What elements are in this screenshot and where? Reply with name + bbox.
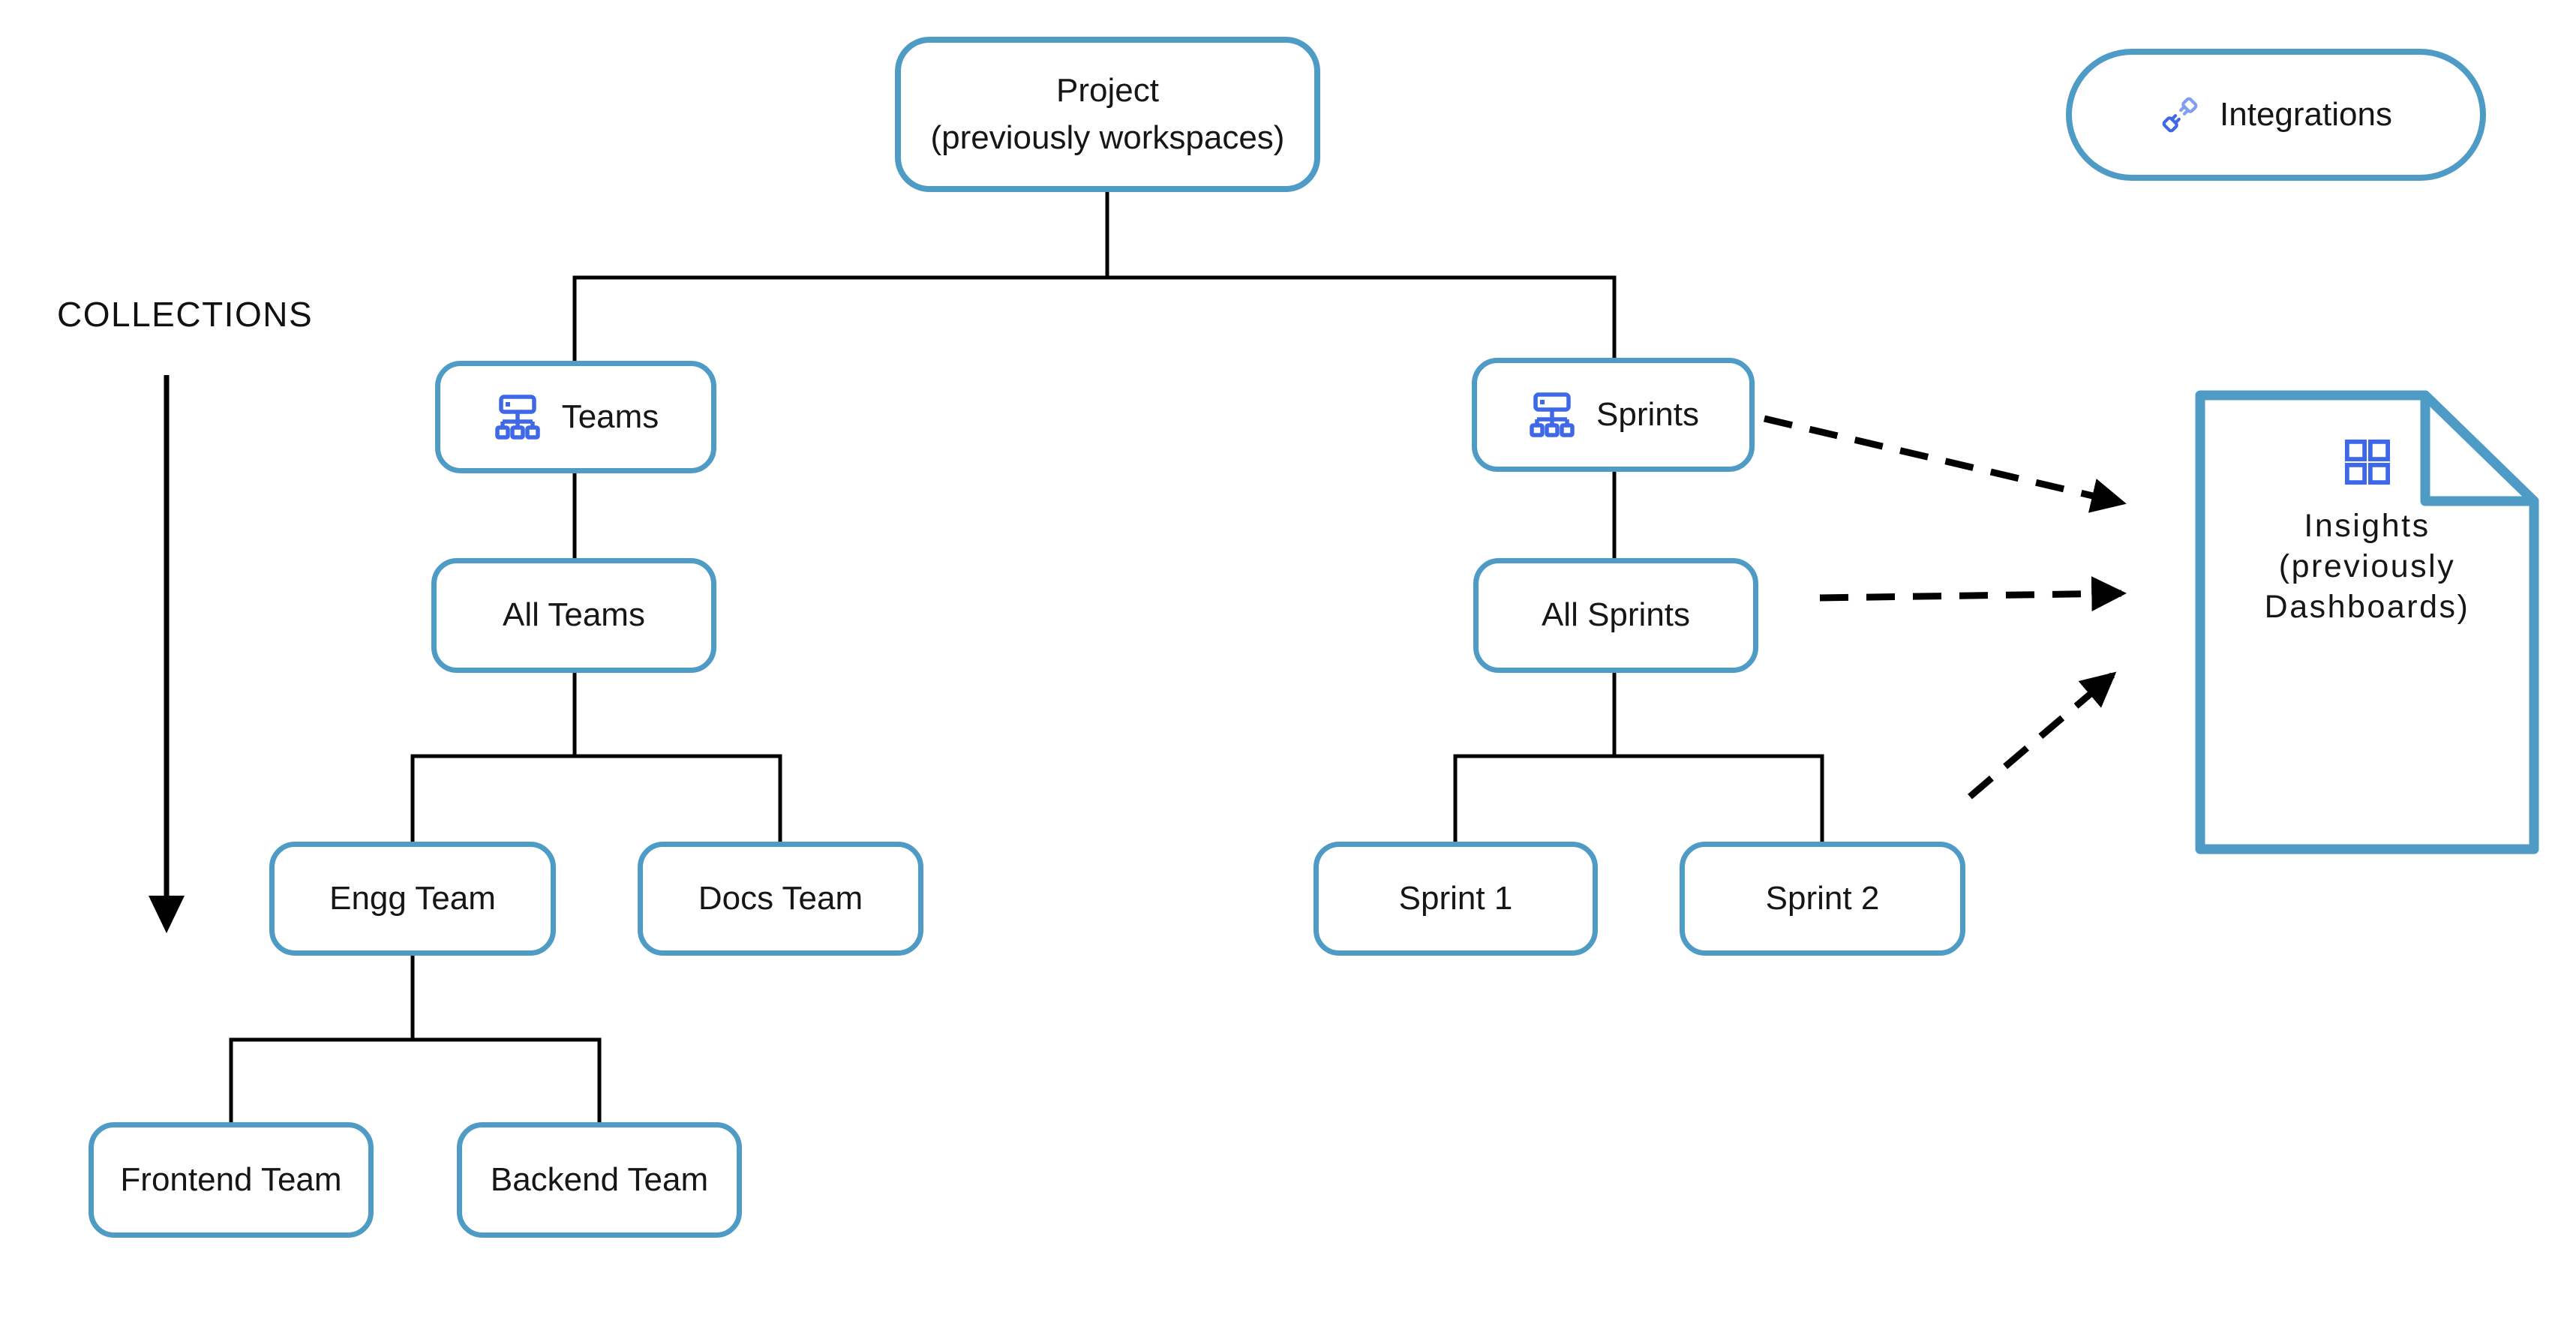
node-sprints: Sprints (1472, 358, 1755, 472)
node-docs-team: Docs Team (638, 842, 923, 956)
node-teams: Teams (435, 361, 716, 473)
integrations-label: Integrations (2220, 95, 2392, 133)
org-chart-icon (1527, 392, 1577, 437)
plug-icon (2160, 95, 2200, 135)
sprint-1-label: Sprint 1 (1398, 879, 1513, 917)
node-insights: Insights (previously Dashboards) (2200, 439, 2534, 627)
teams-label: Teams (561, 398, 659, 435)
frontend-team-label: Frontend Team (120, 1160, 342, 1198)
node-backend-team: Backend Team (457, 1122, 742, 1238)
arrow-sprint2-to-insights (1968, 671, 2117, 800)
project-label: Project (previously workspaces) (930, 72, 1285, 156)
node-all-teams: All Teams (431, 558, 716, 673)
node-project: Project (previously workspaces) (895, 37, 1320, 192)
org-chart-icon (493, 395, 542, 440)
sprint-2-label: Sprint 2 (1765, 879, 1880, 917)
all-teams-label: All Teams (503, 596, 645, 634)
tree-connectors (229, 192, 1824, 1122)
engg-team-label: Engg Team (329, 879, 496, 917)
node-engg-team: Engg Team (269, 842, 556, 956)
insights-label: Insights (previously Dashboards) (2264, 508, 2470, 625)
node-all-sprints: All Sprints (1473, 558, 1758, 673)
dashed-arrows (1763, 415, 2127, 800)
collections-arrow (149, 375, 185, 933)
node-integrations: Integrations (2066, 49, 2486, 181)
arrow-sprints-to-insights (1763, 415, 2127, 513)
arrow-all-sprints-to-insights (1819, 576, 2127, 611)
all-sprints-label: All Sprints (1541, 596, 1691, 634)
backend-team-label: Backend Team (490, 1160, 709, 1198)
sprints-label: Sprints (1596, 395, 1699, 433)
grid-icon (2344, 439, 2391, 485)
insights-document-shape (2195, 390, 2539, 854)
node-frontend-team: Frontend Team (89, 1122, 374, 1238)
collections-label: COLLECTIONS (57, 295, 314, 334)
docs-team-label: Docs Team (698, 879, 863, 917)
document-fold-corner (2420, 390, 2539, 506)
node-sprint-2: Sprint 2 (1680, 842, 1965, 956)
node-sprint-1: Sprint 1 (1314, 842, 1598, 956)
